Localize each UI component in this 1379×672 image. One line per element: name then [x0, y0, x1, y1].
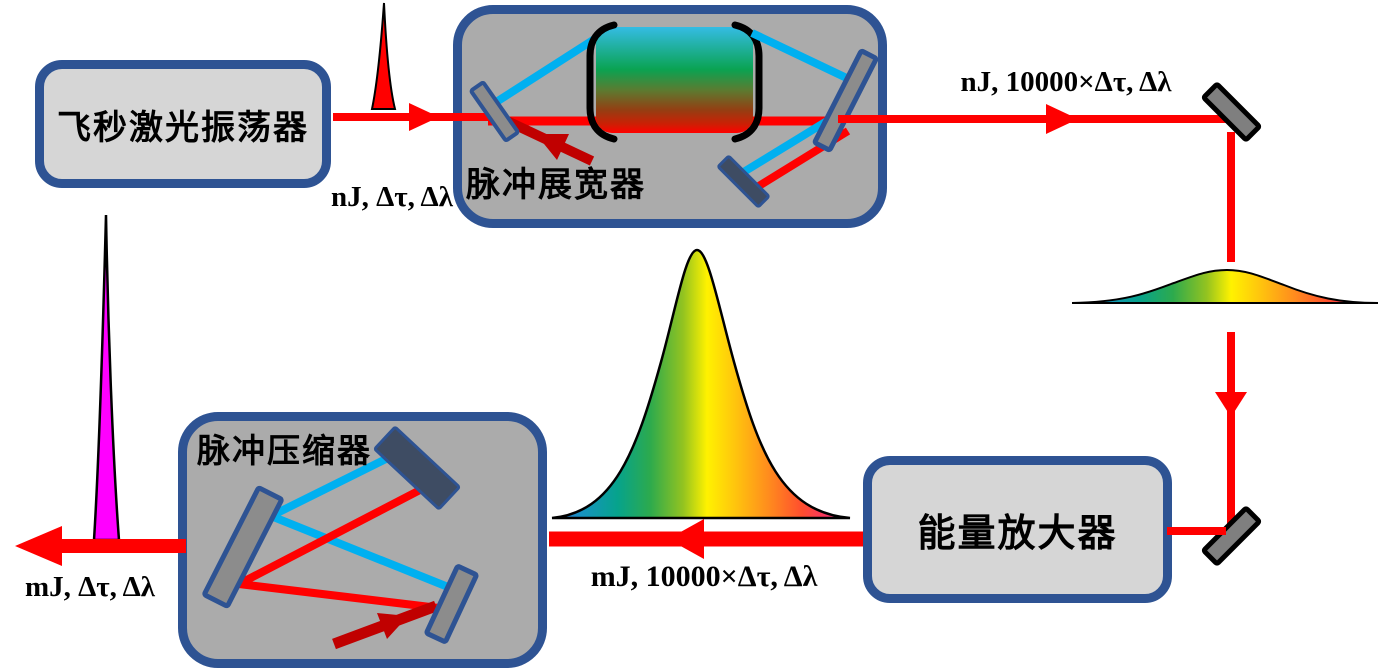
compressor-label: 脉冲压缩器	[197, 432, 372, 469]
arrowhead-left-icon	[15, 526, 62, 566]
stretcher-label: 脉冲展宽器	[466, 166, 646, 204]
arrowhead-left-icon	[668, 519, 704, 559]
short-pulse-icon	[370, 2, 397, 110]
oscillator-output-annotation: nJ, Δτ, Δλ	[330, 181, 453, 213]
mirror-icon	[1201, 506, 1262, 566]
mirror-icon	[1201, 82, 1262, 142]
amplifier-output-annotation: mJ, 10000×Δτ, Δλ	[590, 560, 818, 593]
system-output-annotation: mJ, Δτ, Δλ	[24, 571, 156, 603]
oscillator-box: 飞秒激光振荡器	[35, 60, 331, 188]
compressed-pulse-icon	[92, 214, 121, 542]
arrowhead-down-icon	[1215, 392, 1247, 417]
arrowhead-right-icon	[409, 103, 439, 131]
stretcher-output-annotation: nJ, 10000×Δτ, Δλ	[960, 66, 1172, 98]
amplifier-box: 能量放大器	[863, 456, 1172, 603]
amplified-pulse-icon	[551, 248, 851, 520]
stretched-pulse-icon	[1071, 268, 1379, 304]
amplifier-label: 能量放大器	[917, 513, 1118, 555]
oscillator-label: 飞秒激光振荡器	[57, 108, 309, 147]
arrowhead-right-icon	[1046, 104, 1078, 134]
